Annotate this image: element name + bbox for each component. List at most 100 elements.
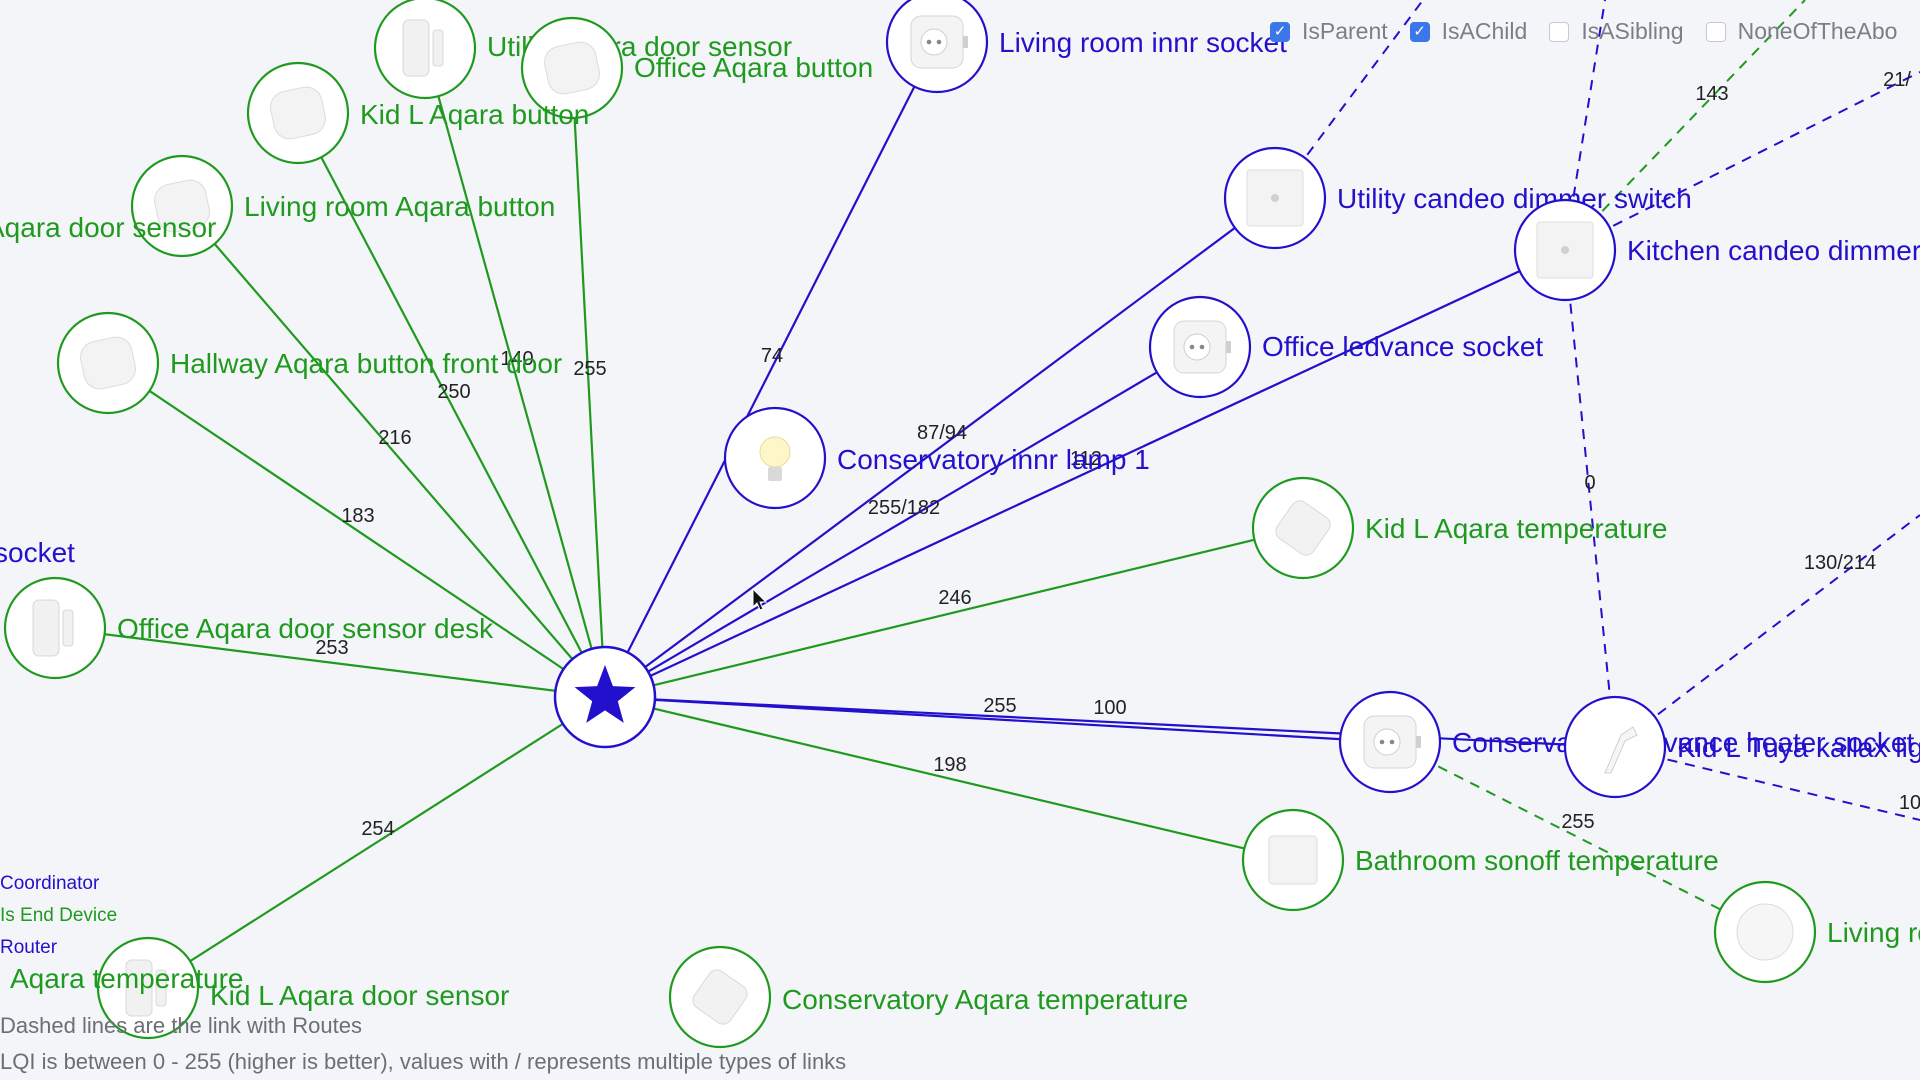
link-lqi-label: 253 — [315, 637, 348, 659]
button-icon — [80, 336, 136, 390]
link-lqi-label: 255/182 — [868, 497, 940, 519]
socket-icon — [1173, 320, 1231, 374]
device-node[interactable]: socket — [0, 510, 75, 610]
link-layer — [54, 0, 1920, 989]
link-line — [604, 41, 938, 698]
toggle-label: IsAChild — [1441, 18, 1528, 44]
link-lqi-label: 250 — [437, 381, 470, 403]
link-lqi-label: 143 — [1695, 83, 1728, 105]
coordinator-node[interactable] — [553, 645, 657, 749]
node-circle[interactable] — [1563, 695, 1667, 799]
node-label: Kid L Tuya kallax light — [1677, 732, 1920, 763]
device-node[interactable]: Utility candeo dimmer switch — [1223, 146, 1692, 250]
node-label: Kid L Aqara temperature — [1365, 513, 1667, 544]
node-label: Aqara door sensor — [0, 212, 216, 243]
node-label: Utility candeo dimmer switch — [1337, 183, 1692, 214]
link-lqi-label: 0 — [1584, 472, 1595, 494]
toggle-is-a-child[interactable]: ✓ IsAChild — [1409, 18, 1528, 45]
link-lqi-label: 130/214 — [1804, 552, 1876, 574]
link-lqi-label: 87/94 — [917, 422, 967, 444]
button-icon — [154, 179, 210, 233]
device-node[interactable]: Aqara door sensor — [0, 186, 216, 286]
device-node[interactable]: Conservatory innr lamp 1 — [723, 406, 1150, 510]
link-line — [570, 67, 607, 698]
link-line — [297, 112, 606, 698]
node-label: Conservatory Aqara temperature — [782, 984, 1188, 1015]
device-node[interactable]: Kitchen candeo dimmer — [1513, 198, 1920, 302]
link-line — [604, 695, 1616, 749]
mouse-cursor-icon — [752, 588, 768, 611]
node-label: Conservatory ledvance heater socket — [1452, 727, 1914, 758]
toggle-label: IsASibling — [1581, 18, 1684, 44]
legend: Coordinator Is End Device Router — [0, 868, 117, 964]
checkbox-is-a-sibling[interactable] — [1549, 21, 1570, 42]
link-line — [181, 205, 606, 698]
node-label: Living room Aqara button — [244, 191, 555, 222]
dimmer-switch-icon — [1536, 221, 1594, 279]
node-label: Living room innr socket — [999, 27, 1287, 58]
device-node[interactable]: Kid L Aqara door sensor — [96, 936, 509, 1040]
toggle-is-a-sibling[interactable]: IsASibling — [1549, 18, 1684, 45]
link-line — [1614, 746, 1920, 821]
device-node[interactable]: Office Aqara button — [520, 16, 873, 120]
link-lqi-label: 254 — [361, 818, 394, 840]
temperature-sensor-icon — [1275, 500, 1331, 556]
device-node[interactable]: Kid L Tuya kallax light — [1563, 695, 1920, 799]
device-node[interactable]: Office Aqara door sensor desk — [3, 576, 494, 680]
device-node[interactable]: Living room innr socket — [885, 0, 1287, 94]
node-label: Conservatory innr lamp 1 — [837, 444, 1150, 475]
device-node[interactable]: Living room Aqara temperature — [1713, 880, 1920, 984]
link-lqi-label: 255 — [1561, 811, 1594, 833]
square-sensor-icon — [1268, 835, 1318, 885]
link-line — [147, 696, 606, 989]
device-node[interactable]: Bathroom sonoff temperature — [1241, 808, 1719, 912]
note-lqi: LQI is between 0 - 255 (higher is better… — [0, 1049, 847, 1074]
node-label: Kid L Aqara button — [360, 99, 589, 130]
device-node[interactable]: Office ledvance socket — [1148, 295, 1543, 399]
link-line — [1389, 741, 1766, 933]
toggle-none-of-the-above[interactable]: NoneOfTheAbo — [1705, 18, 1898, 45]
notes: Dashed lines are the link with Routes LQ… — [0, 1008, 846, 1080]
checkbox-none-of-the-above[interactable] — [1705, 21, 1726, 42]
device-node[interactable]: Kid L Aqara button — [246, 61, 589, 165]
door-sensor-icon — [402, 19, 444, 77]
legend-end-device: Is End Device — [0, 905, 118, 926]
node-label: Kitchen candeo dimmer — [1627, 235, 1920, 266]
device-node[interactable]: Living room Aqara button — [130, 154, 555, 258]
device-node[interactable]: Aqara temperature — [0, 935, 243, 1035]
link-lqi-label: 216 — [378, 427, 411, 449]
node-label: socket — [0, 537, 75, 568]
door-sensor-icon — [125, 959, 167, 1017]
link-type-filter: ✓ IsParent ✓ IsAChild IsASibling NoneOfT… — [1270, 18, 1897, 45]
toggle-is-parent[interactable]: ✓ IsParent — [1270, 18, 1388, 45]
note-dashed-lines: Dashed lines are the link with Routes — [0, 1013, 362, 1038]
link-line — [604, 695, 1294, 862]
node-label: Office Aqara button — [634, 52, 873, 83]
link-line — [604, 346, 1201, 698]
device-node[interactable]: Conservatory ledvance heater socket — [1338, 690, 1914, 794]
toggle-label: NoneOfTheAbo — [1737, 18, 1898, 44]
device-node[interactable]: Conservatory Aqara temperature — [668, 945, 1188, 1049]
link-lqi-label: 100 — [1093, 697, 1126, 719]
link-lqi-label: 112 — [1070, 448, 1102, 470]
checkbox-is-a-child[interactable]: ✓ — [1409, 21, 1430, 42]
socket-icon — [1363, 715, 1421, 769]
door-sensor-icon — [32, 599, 74, 657]
node-label: Hallway Aqara button front door — [170, 348, 562, 379]
bulb-icon — [759, 436, 791, 481]
legend-coordinator: Coordinator — [0, 873, 100, 894]
link-line — [1564, 0, 1806, 251]
temperature-sensor-icon — [692, 969, 748, 1025]
device-node[interactable]: Hallway Aqara button front door — [56, 311, 562, 415]
checkbox-is-parent[interactable]: ✓ — [1270, 21, 1290, 42]
link-line — [604, 249, 1566, 698]
link-lqi-label: 183 — [341, 505, 374, 527]
lamp-icon — [1604, 726, 1638, 774]
link-lqi-label: 10 — [1899, 792, 1920, 814]
device-node[interactable]: Kid L Aqara temperature — [1251, 476, 1667, 580]
node-label: Bathroom sonoff temperature — [1355, 845, 1719, 876]
button-icon — [544, 41, 600, 95]
